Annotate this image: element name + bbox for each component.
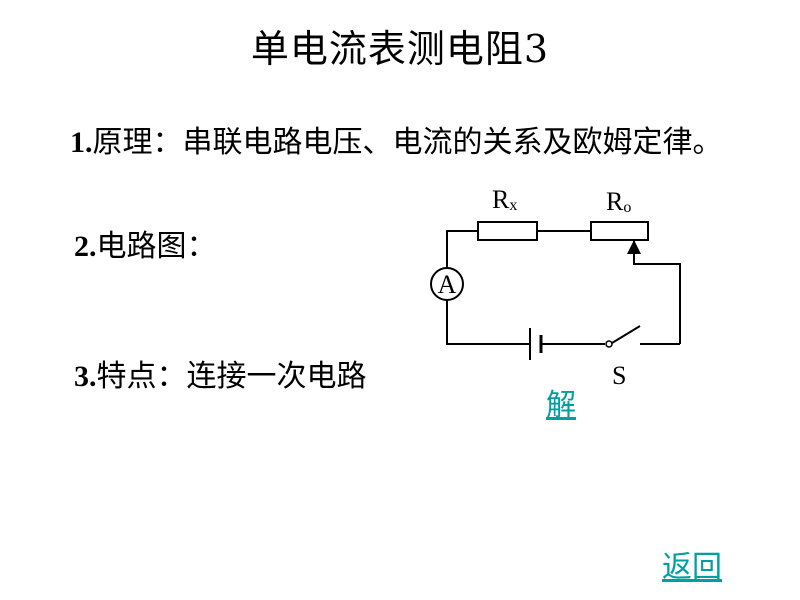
slide-title: 单电流表测电阻3 — [250, 27, 550, 71]
switch-blade — [611, 325, 641, 344]
point-text: 电路图： — [96, 229, 217, 264]
circuit-wires — [446, 230, 681, 345]
point-circuit-diagram: 2.电路图： — [74, 228, 217, 266]
resistor-rx — [477, 221, 538, 241]
point-text: 原理：串联电路电压、电流的关系及欧姆定律。 — [92, 125, 723, 160]
slider-arrow — [627, 240, 641, 254]
wire-right-slider — [633, 241, 681, 344]
ammeter — [430, 267, 464, 301]
wire-top-left — [446, 230, 478, 268]
r0-label: Ro — [606, 187, 631, 216]
solve-link[interactable]: 解 — [546, 388, 576, 423]
point-text: 特点：连接一次电路 — [96, 359, 367, 394]
switch-contact — [605, 340, 613, 348]
back-link[interactable]: 返回 — [662, 550, 722, 585]
point-feature: 3.特点：连接一次电路 — [74, 358, 367, 396]
rx-label: Rx — [492, 185, 517, 214]
switch-label: S — [612, 361, 626, 390]
point-number: 2. — [74, 230, 97, 263]
wire-left-bottom — [446, 300, 530, 345]
ammeter-label: A — [438, 270, 457, 299]
rheostat-r0 — [590, 221, 649, 241]
point-number: 1. — [70, 126, 93, 159]
point-number: 3. — [74, 360, 97, 393]
point-principle: 1.原理：串联电路电压、电流的关系及欧姆定律。 — [70, 124, 750, 162]
